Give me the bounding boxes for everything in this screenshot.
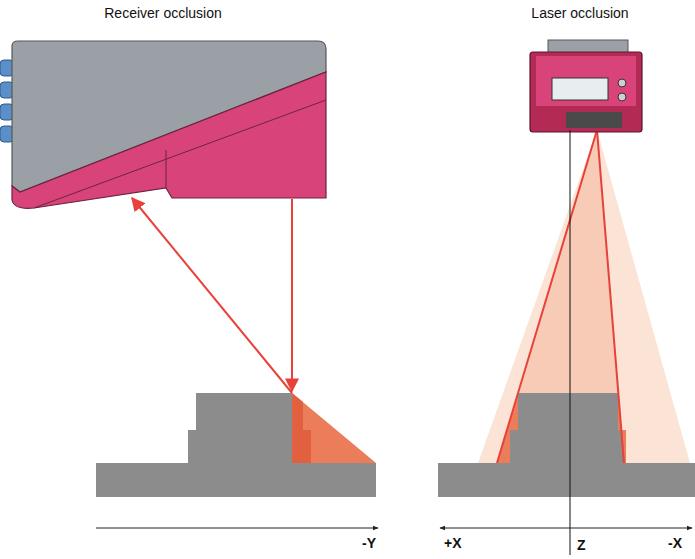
panel-title: Laser occlusion [531,6,628,21]
axis-label: Z [577,538,586,553]
laser-fan [478,130,690,463]
z-axis [570,130,571,555]
receiver-object [96,393,376,497]
axis-label: +X [444,536,462,551]
laser-sensor [530,40,642,132]
laser-lines [497,130,624,463]
laser-beam [132,198,292,393]
laser-object [438,393,695,497]
panel-title: Receiver occlusion [104,6,222,21]
y-axis [96,528,378,529]
x-axis [440,528,692,529]
receiver-sensor [0,41,326,208]
axis-label: -X [668,536,682,551]
axis-label: -Y [362,536,376,551]
